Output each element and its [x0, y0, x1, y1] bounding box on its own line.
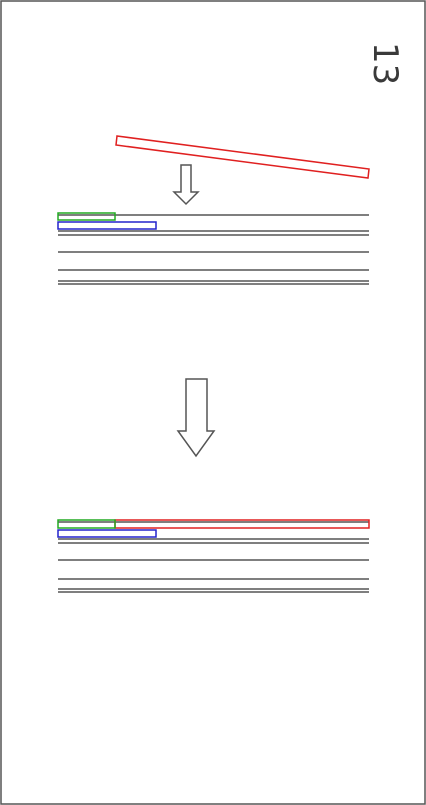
large-down-arrow-icon	[176, 378, 216, 458]
red-strip-placed	[114, 519, 370, 529]
red-strip-angled	[115, 135, 370, 179]
rail-lines-bottom	[58, 521, 369, 593]
stage-before	[57, 135, 370, 285]
blue-strip	[57, 529, 157, 538]
step-number: 13	[365, 42, 405, 85]
small-down-arrow-icon	[172, 164, 200, 206]
stage-after	[57, 519, 370, 593]
rail-lines-top	[58, 214, 369, 285]
green-strip	[57, 519, 116, 529]
blue-strip	[57, 221, 157, 230]
green-strip	[57, 212, 116, 221]
